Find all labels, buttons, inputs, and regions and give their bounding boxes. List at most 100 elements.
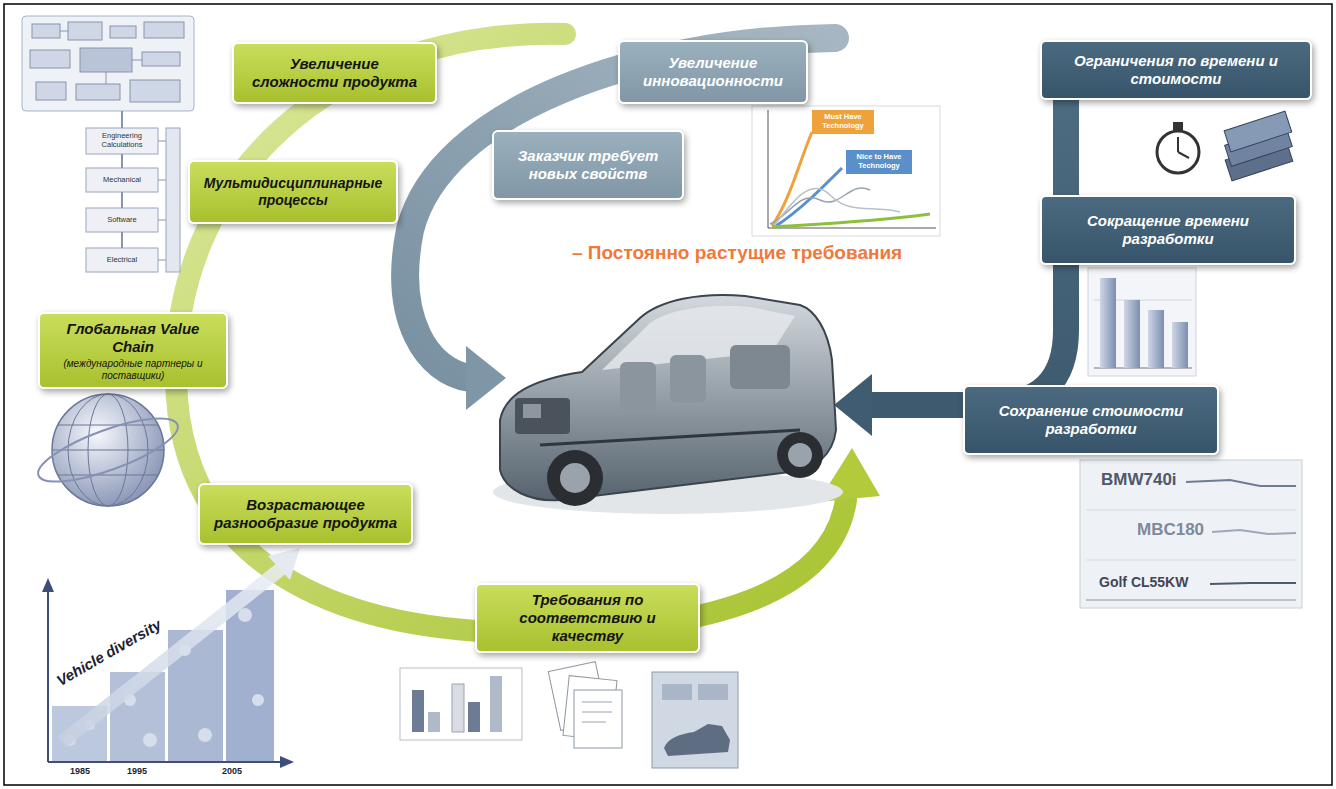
drawing-part: [58, 425, 158, 426]
box-title: Мультидисциплинарные процессы: [202, 175, 384, 209]
series-label: BMW740i: [1098, 470, 1180, 490]
rear-seat: [730, 345, 790, 389]
drawing-part: [698, 684, 728, 700]
drawing-part: [768, 228, 936, 229]
trend-box: Возрастающее разнообразие продукта: [198, 483, 413, 545]
year-label: 1985: [70, 766, 90, 776]
drawing-part: [1178, 152, 1189, 158]
vehicle-diversity-chart: [42, 548, 300, 768]
drawing-part: [142, 52, 180, 66]
arc-body: [176, 34, 846, 633]
time-cost-icons: [1157, 111, 1300, 181]
drawing-part: [158, 141, 166, 142]
drawing-part: [412, 690, 424, 732]
drawing-part: [42, 578, 54, 592]
box-title: Сохранение стоимости разработки: [977, 402, 1205, 438]
box-title: Увеличение инновационности: [632, 54, 794, 90]
drawing-part: [36, 82, 66, 100]
box-title: Заказчик требует новых свойств: [506, 147, 670, 183]
globe: [32, 394, 185, 506]
process-step: [86, 248, 158, 272]
drawing-part: [110, 26, 136, 38]
drawing-part: [768, 110, 769, 228]
year-label: 2005: [222, 766, 242, 776]
drawing-part: [1124, 300, 1140, 368]
drawing-part: [574, 690, 622, 748]
drawing-part: [582, 712, 612, 713]
drawing-part: [68, 22, 102, 40]
seat: [620, 362, 656, 410]
year-label: 1995: [127, 766, 147, 776]
box-title: Сокращение времени разработки: [1054, 212, 1282, 248]
engine-part: [523, 404, 541, 418]
drawing-part: [772, 132, 812, 226]
drawing-part: [268, 548, 300, 580]
arrow-head: [834, 374, 872, 436]
drawing-part: [143, 733, 157, 747]
time-bar-chart: [1088, 268, 1196, 376]
quality-pictures: [400, 662, 738, 768]
drive-shaft: [540, 430, 800, 445]
drawing-part: [121, 192, 123, 208]
drawing-part: [1086, 600, 1296, 601]
drawing-part: [144, 22, 184, 38]
page-frame: [4, 4, 1332, 785]
cost-line-chart: [1080, 460, 1302, 608]
drawing-part: [490, 676, 502, 732]
drawing-part: [662, 684, 692, 700]
drawing-part: [132, 60, 142, 61]
drawing-part: [772, 214, 930, 227]
drawing-part: [80, 48, 132, 72]
drawing-part: [1177, 137, 1179, 152]
drawing-part: [52, 450, 164, 451]
box-title: Возрастающее разнообразие продукта: [212, 496, 399, 532]
drawing-part: [226, 590, 274, 762]
drawing-part: [52, 394, 164, 506]
rim: [788, 443, 812, 467]
drawing-part: [400, 668, 522, 740]
box-title: Увеличение сложности продукта: [246, 55, 423, 91]
process-label: Mechanical: [86, 168, 158, 192]
arrow-head: [466, 346, 506, 410]
box-subtitle: (международные партнеры и поставщики): [52, 358, 214, 381]
drawing-part: [58, 475, 158, 476]
drawing-part: [60, 31, 68, 32]
constraint-box: Сокращение времени разработки: [1040, 195, 1296, 265]
drawing-part: [1224, 111, 1292, 152]
drawing-part: [30, 50, 70, 68]
innovation-chart: [752, 106, 940, 236]
drawing-part: [770, 188, 870, 224]
box-title: Глобальная Value Chain: [52, 320, 214, 356]
drawing-part: [452, 684, 464, 732]
drawing-part: [76, 84, 120, 100]
stopwatch: [1157, 131, 1199, 173]
constraint-box: Сохранение стоимости разработки: [963, 385, 1219, 455]
process-illustration: [22, 16, 194, 272]
drawing-part: [1086, 560, 1296, 561]
innovation-box: Увеличение инновационности: [618, 40, 808, 104]
drawing-part: [1100, 278, 1116, 368]
documentation-bar: [166, 128, 180, 272]
drawing-part: [106, 72, 107, 84]
drawing-part: [130, 80, 180, 102]
engine: [515, 398, 570, 434]
process-step: [86, 168, 158, 192]
chart-tag: Must Have Technology: [812, 110, 874, 134]
drawing-part: [121, 154, 123, 168]
process-step: [86, 208, 158, 232]
seat: [670, 355, 706, 403]
drawing-part: [121, 232, 123, 248]
drawing-part: [47, 588, 49, 762]
drawing-part: [1088, 268, 1196, 376]
drawing-part: [48, 761, 282, 763]
money-stack: [1217, 111, 1301, 181]
trend-box: Увеличение сложности продукта: [232, 42, 437, 104]
drawing-part: [121, 111, 123, 128]
trend-box: Глобальная Value Chain(международные пар…: [38, 312, 228, 389]
drawing-part: [1080, 460, 1302, 608]
drawing-part: [158, 180, 166, 181]
drawing-part: [1148, 310, 1164, 368]
process-label: Engineering Calculations: [86, 128, 158, 154]
innovation-box: Заказчик требует новых свойств: [492, 130, 684, 200]
